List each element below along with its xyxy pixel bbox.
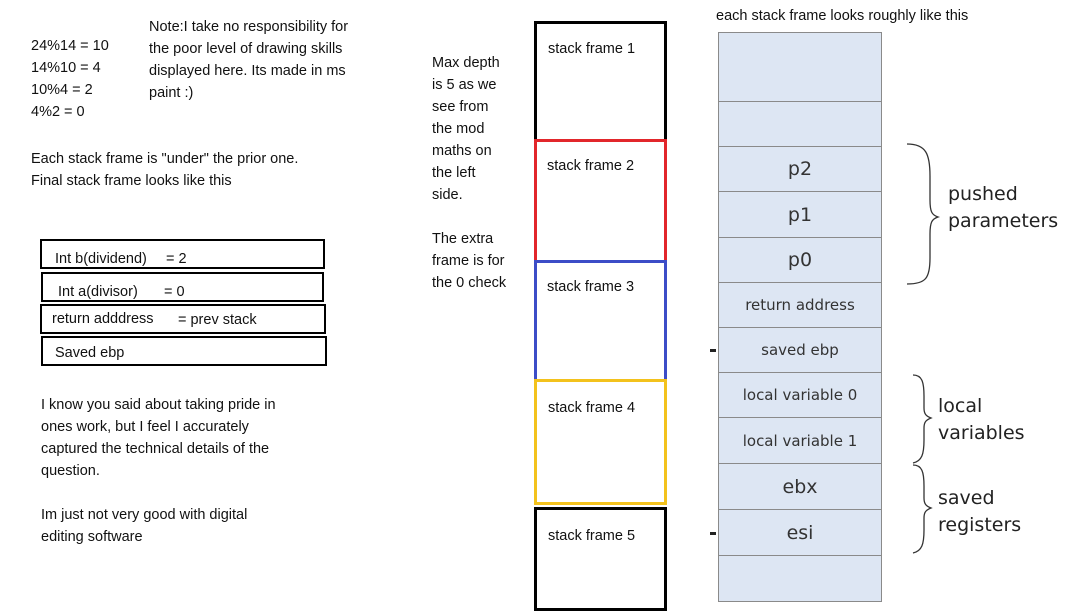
note-line-3: displayed here. Its made in ms <box>149 63 346 79</box>
extra-frame-line-3: the 0 check <box>432 275 507 291</box>
max-depth-line-5: maths on <box>432 143 492 159</box>
pushed-label-1: pushed <box>948 183 1018 205</box>
cell-label: saved ebp <box>761 341 839 359</box>
stack-cell-p1: p1 <box>718 191 882 238</box>
local-variables-brace <box>912 374 933 464</box>
stack-frame-3: stack frame 3 <box>534 260 667 382</box>
max-depth-line-2: is 5 as we <box>432 77 497 93</box>
stack-desc-line-1: Each stack frame is "under" the prior on… <box>31 151 299 167</box>
max-depth-line-6: the left <box>432 165 476 181</box>
skill-line-2: editing software <box>41 529 143 545</box>
pride-line-2: ones work, but I feel I accurately <box>41 419 249 435</box>
stack-frame-1: stack frame 1 <box>534 21 667 142</box>
row-value: = 2 <box>166 251 187 267</box>
skill-line-1: Im just not very good with digital <box>41 507 248 523</box>
stack-frame-label: stack frame 4 <box>548 400 636 416</box>
row-label: Saved ebp <box>55 345 125 361</box>
stack-frame-label: stack frame 2 <box>547 158 635 174</box>
row-label: return adddress <box>52 311 154 327</box>
max-depth-line-7: side. <box>432 187 463 203</box>
saved-label-1: saved <box>938 487 995 509</box>
stack-desc-line-2: Final stack frame looks like this <box>31 173 232 189</box>
stack-cell-return-address: return address <box>718 282 882 328</box>
pushed-parameters-brace <box>906 143 940 285</box>
cell-label: return address <box>745 296 855 314</box>
pride-line-1: I know you said about taking pride in <box>41 397 276 413</box>
stack-cell-p0: p0 <box>718 237 882 283</box>
pride-line-4: question. <box>41 463 100 479</box>
cell-label: local variable 0 <box>742 386 858 404</box>
extra-frame-line-1: The extra <box>432 231 494 247</box>
pride-line-3: captured the technical details of the <box>41 441 270 457</box>
row-value: = 0 <box>164 284 185 300</box>
extra-frame-line-2: frame is for <box>432 253 505 269</box>
stack-frame-2: stack frame 2 <box>534 139 667 263</box>
final-frame-row-return: return adddress = prev stack <box>40 304 326 334</box>
saved-label-2: registers <box>938 514 1022 536</box>
cell-label: p1 <box>787 204 813 226</box>
stack-cell-p2: p2 <box>718 146 882 192</box>
stack-cell-top-2 <box>718 101 882 147</box>
stack-frame-label: stack frame 3 <box>547 279 635 295</box>
stack-frame-label: stack frame 1 <box>548 41 636 57</box>
stack-frame-4: stack frame 4 <box>534 379 667 505</box>
mod-line-3: 10%4 = 2 <box>31 82 93 98</box>
stack-cell-local-0: local variable 0 <box>718 372 882 418</box>
cell-label: p2 <box>787 158 813 180</box>
note-line-2: the poor level of drawing skills <box>149 41 343 57</box>
cell-label: local variable 1 <box>742 432 858 450</box>
cell-label: p0 <box>787 249 813 271</box>
pushed-label-2: parameters <box>948 210 1059 232</box>
max-depth-line-1: Max depth <box>432 55 500 71</box>
stack-cell-bottom <box>718 555 882 602</box>
esp-pointer-tick <box>710 532 716 535</box>
final-frame-row-dividend: Int b(dividend) = 2 <box>40 239 325 269</box>
stack-cell-local-1: local variable 1 <box>718 417 882 464</box>
locals-label-1: local <box>938 395 983 417</box>
stack-frame-label: stack frame 5 <box>548 528 636 544</box>
final-frame-row-ebp: Saved ebp <box>41 336 327 366</box>
max-depth-line-4: the mod <box>432 121 485 137</box>
ebp-pointer-tick <box>710 349 716 352</box>
saved-registers-brace <box>912 464 933 554</box>
max-depth-line-3: see from <box>432 99 489 115</box>
note-line-1: Note:I take no responsibility for <box>149 19 349 35</box>
stack-cell-saved-ebp: saved ebp <box>718 327 882 373</box>
locals-label-2: variables <box>938 422 1025 444</box>
final-frame-row-divisor: Int a(divisor) = 0 <box>41 272 324 302</box>
mod-line-4: 4%2 = 0 <box>31 104 85 120</box>
row-value: = prev stack <box>178 312 257 328</box>
cell-label: esi <box>786 522 814 544</box>
layout-title: each stack frame looks roughly like this <box>716 8 969 24</box>
mod-line-2: 14%10 = 4 <box>31 60 101 76</box>
stack-frame-5: stack frame 5 <box>534 507 667 611</box>
row-label: Int a(divisor) <box>58 284 138 300</box>
cell-label: ebx <box>782 476 818 498</box>
row-label: Int b(dividend) <box>55 251 147 267</box>
stack-cell-top-1 <box>718 32 882 102</box>
stack-cell-ebx: ebx <box>718 463 882 510</box>
mod-line-1: 24%14 = 10 <box>31 38 109 54</box>
stack-cell-esi: esi <box>718 509 882 556</box>
note-line-4: paint :) <box>149 85 194 101</box>
